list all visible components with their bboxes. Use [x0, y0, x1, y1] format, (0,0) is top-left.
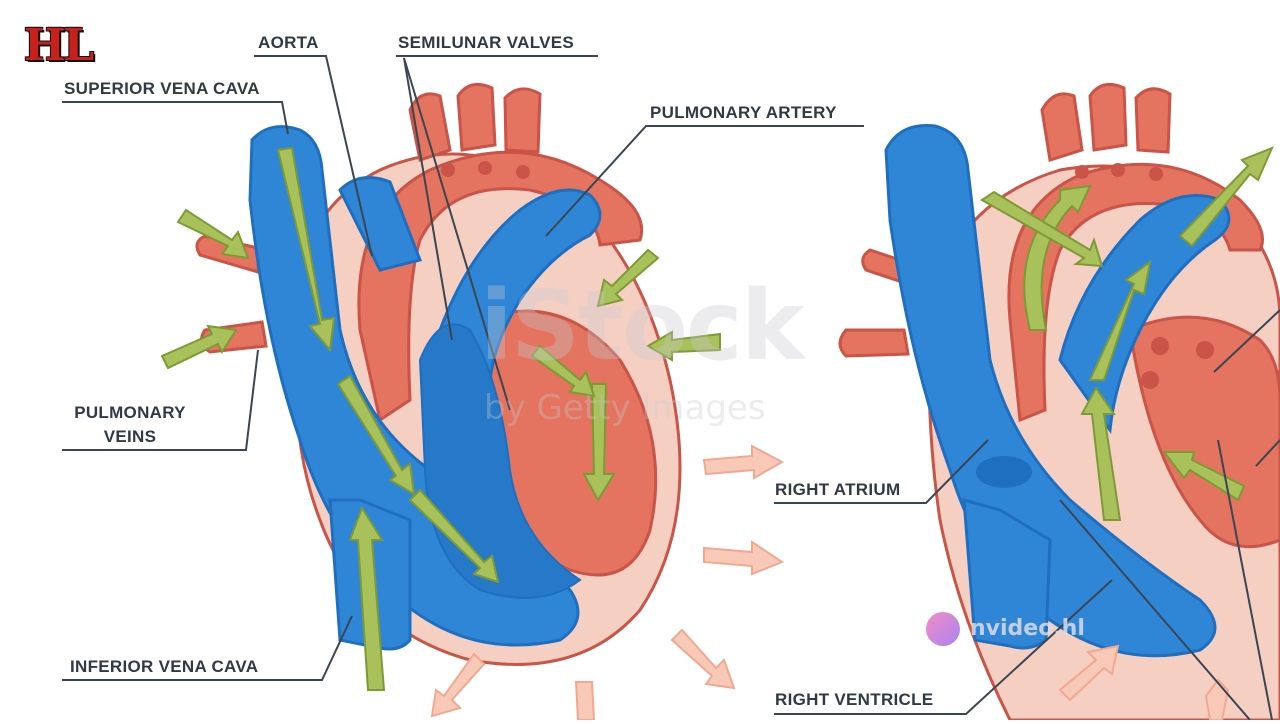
- aorta-branch-3: [503, 87, 542, 154]
- leader-semilunar-b: [403, 57, 453, 341]
- leader-rh-line-1: [1059, 499, 1251, 721]
- pulmonary-artery: [438, 188, 602, 384]
- label-aorta: AORTA: [258, 33, 319, 52]
- label-pulmonary-veins: PULMONARY VEINS: [62, 403, 198, 447]
- flow-arrow-ivc: [348, 505, 386, 691]
- out-arrow-1: [702, 444, 785, 480]
- label-semilunar-valves: SEMILUNAR VALVES: [398, 33, 575, 52]
- label-pulmonary-veins-line1: PULMONARY: [74, 403, 186, 422]
- channel-logo: HL: [6, 16, 110, 76]
- rh-branch-2: [1088, 82, 1128, 152]
- leader-right-ventricle: [774, 579, 1113, 715]
- aorta-arch: [357, 150, 644, 423]
- leader-ivc: [62, 615, 353, 681]
- right-ventricle-inner: [418, 323, 582, 599]
- getty-watermark: by Getty Images: [484, 388, 766, 428]
- rh-aorta-arch: [1007, 162, 1264, 423]
- rh-flow-2: [1178, 146, 1274, 248]
- nvideo-badge-text: nvideo.hl: [970, 616, 1085, 641]
- flow-arrow-pv-right-1: [596, 248, 660, 308]
- leader-rh-line-3: [1213, 309, 1280, 373]
- rh-vein-upper: [861, 248, 904, 285]
- leader-aorta: [254, 55, 373, 257]
- aorta-branch-2: [456, 82, 497, 152]
- logo-text: HL: [23, 20, 95, 71]
- flow-arrow-la: [530, 344, 596, 398]
- rh-branch-3: [1134, 87, 1172, 154]
- flow-arrow-svc: [276, 146, 336, 353]
- rh-ivc: [962, 497, 1052, 650]
- out-arrow-4: [574, 681, 596, 721]
- flow-arrow-rv: [408, 488, 500, 584]
- flow-arrow-pv-right-2: [646, 330, 721, 362]
- left-heart: [160, 82, 785, 721]
- nvideo-icon: [926, 612, 960, 646]
- rh-flow-6: [980, 190, 1104, 268]
- right-heart: [838, 82, 1280, 722]
- rh-branch-1: [1040, 92, 1084, 162]
- flow-arrow-ra: [336, 374, 416, 496]
- out-arrow-2: [703, 540, 785, 576]
- flow-arrow-pv-lower: [160, 324, 238, 370]
- leader-rh-line-4: [1255, 439, 1280, 467]
- leader-right-atrium: [774, 439, 989, 504]
- rh-flow-4: [1080, 386, 1122, 521]
- istock-watermark: iStock: [480, 270, 805, 382]
- label-superior-vena-cava: SUPERIOR VENA CAVA: [64, 79, 260, 98]
- leader-rh-line-2: [1217, 439, 1273, 721]
- flow-arrow-pv-upper: [176, 208, 250, 260]
- leader-svc: [62, 101, 289, 135]
- label-pulmonary-veins-line2: VEINS: [103, 427, 157, 446]
- label-right-ventricle: RIGHT VENTRICLE: [775, 690, 934, 709]
- rh-vena-cava: [884, 124, 1217, 658]
- label-pulmonary-artery: PULMONARY ARTERY: [650, 103, 837, 122]
- label-inferior-vena-cava: INFERIOR VENA CAVA: [70, 657, 259, 676]
- rh-out-arrow-1: [1058, 644, 1120, 702]
- leader-pulmonary-artery: [545, 125, 864, 237]
- rh-flow-5: [1161, 451, 1246, 502]
- leader-semilunar-c: [403, 57, 511, 411]
- label-right-atrium: RIGHT ATRIUM: [775, 480, 901, 499]
- rh-flow-3: [1088, 259, 1152, 381]
- flow-arrow-lv: [582, 383, 616, 503]
- leader-pulmonary-veins: [62, 349, 259, 451]
- rh-vein-lower: [838, 328, 910, 358]
- out-arrow-3: [670, 628, 736, 690]
- out-arrow-5: [430, 652, 486, 718]
- rh-flow-1: [1023, 184, 1092, 331]
